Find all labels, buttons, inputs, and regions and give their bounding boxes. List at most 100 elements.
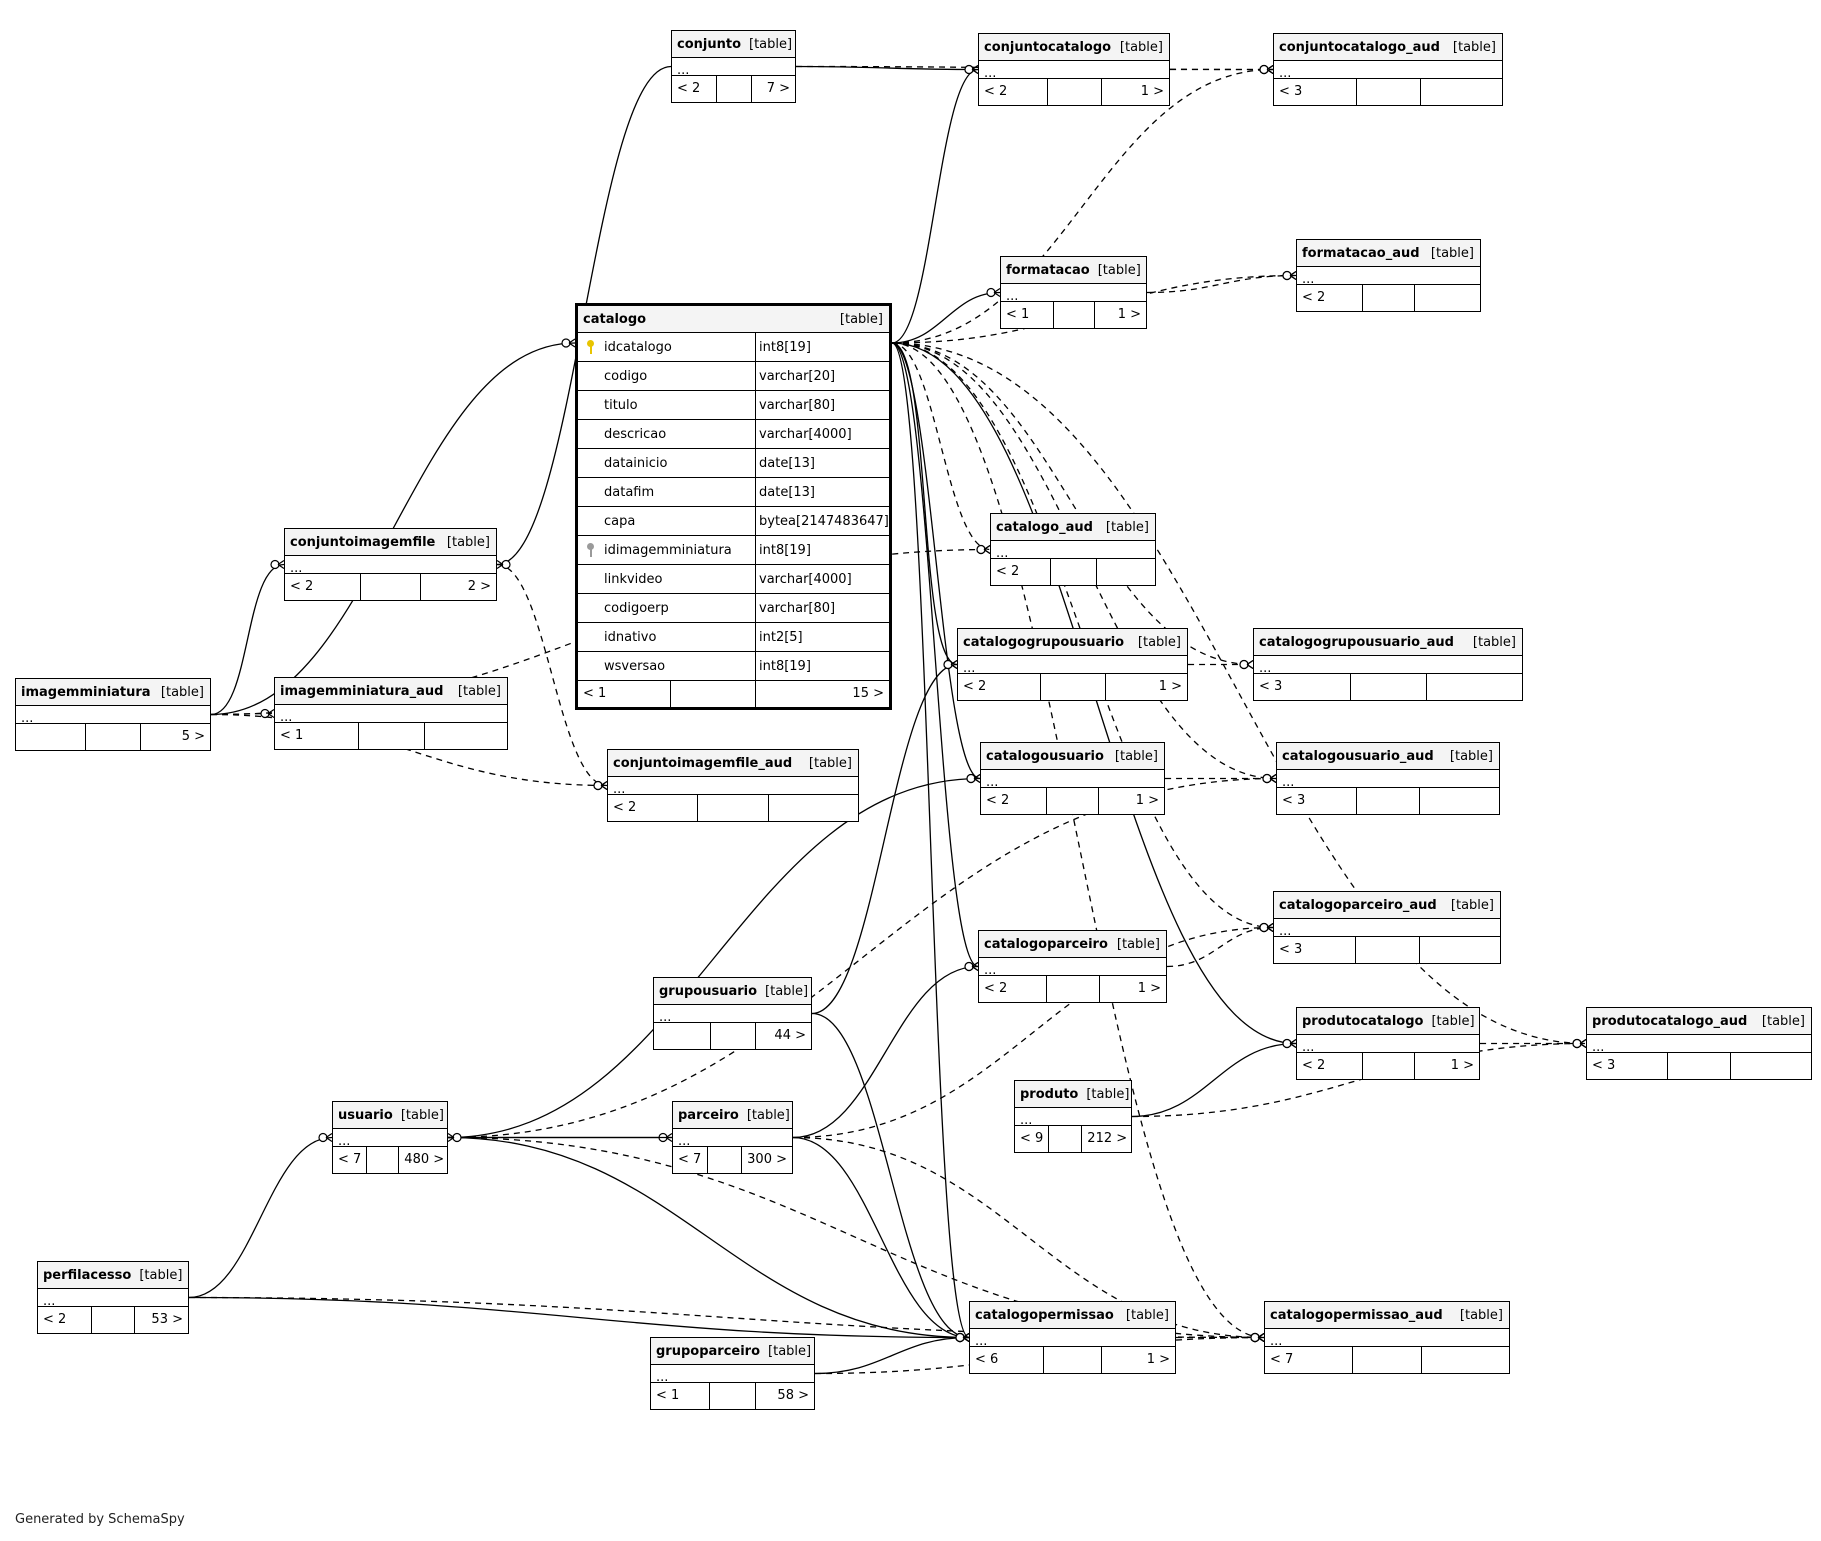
count-spacer — [1353, 1347, 1422, 1373]
table-conjuntoimagemfile_aud[interactable]: conjuntoimagemfile_aud[table]...< 2 — [607, 749, 859, 822]
relationship-edge — [891, 68, 979, 344]
many-end-marker — [600, 781, 608, 790]
relationship-counts: < 2 1 > — [958, 674, 1187, 700]
table-type-label: [table] — [446, 535, 490, 550]
many-end-marker — [325, 1133, 333, 1142]
parent-count: < 2 — [1297, 285, 1363, 311]
parent-count: < 3 — [1277, 788, 1357, 814]
relationship-edge — [891, 342, 979, 968]
table-catalogoparceiro_aud[interactable]: catalogoparceiro_aud[table]...< 3 — [1273, 891, 1501, 964]
column-type: int2[5] — [759, 630, 803, 645]
parent-count: < 2 — [981, 788, 1047, 814]
column-type: varchar[80] — [759, 398, 836, 413]
table-columns-collapsed: ... — [275, 705, 507, 725]
table-formatacao_aud[interactable]: formatacao_aud[table]...< 2 — [1296, 239, 1481, 312]
child-count: 5 > — [181, 729, 205, 744]
table-name: formatacao_aud — [1302, 246, 1420, 261]
many-end-marker — [950, 660, 958, 669]
relationship-edge — [811, 1012, 970, 1339]
column-type: bytea[2147483647] — [759, 514, 889, 529]
count-spacer — [710, 1383, 756, 1409]
count-spacer — [711, 1023, 756, 1049]
many-end-marker — [447, 1133, 455, 1142]
relationship-edge — [1131, 1042, 1587, 1118]
table-produtocatalogo_aud[interactable]: produtocatalogo_aud[table]...< 3 — [1586, 1007, 1812, 1080]
column-name: datainicio — [604, 456, 668, 471]
relationship-edge — [188, 1296, 970, 1339]
optional-end-marker — [955, 1332, 965, 1343]
count-spacer — [1357, 788, 1420, 814]
many-end-marker — [993, 288, 1001, 297]
child-count: 1 > — [1158, 679, 1182, 694]
table-conjuntocatalogo_aud[interactable]: conjuntocatalogo_aud[table]...< 3 — [1273, 33, 1503, 106]
child-count — [1097, 559, 1156, 585]
many-end-marker — [1257, 1333, 1265, 1342]
optional-end-marker — [1239, 659, 1249, 670]
table-imagemminiatura[interactable]: imagemminiatura[table]...5 > — [15, 678, 211, 751]
table-catalogo_aud[interactable]: catalogo_aud[table]...< 2 — [990, 513, 1156, 586]
column-name-cell: datainicio — [578, 449, 756, 477]
table-columns-collapsed: ... — [1274, 919, 1500, 939]
table-name: usuario — [338, 1108, 393, 1123]
relationship-edge — [1166, 926, 1274, 968]
table-type-label: [table] — [808, 756, 852, 771]
relationship-counts: < 2 — [608, 795, 858, 821]
table-imagemminiatura_aud[interactable]: imagemminiatura_aud[table]...< 1 — [274, 677, 508, 750]
column-name-cell: linkvideo — [578, 565, 756, 593]
table-header: produtocatalogo_aud[table] — [1587, 1008, 1811, 1035]
column-name-cell: idnativo — [578, 623, 756, 651]
relationship-edge — [1131, 1042, 1297, 1118]
table-catalogogrupousuario_aud[interactable]: catalogogrupousuario_aud[table]...< 3 — [1253, 628, 1523, 701]
table-name: produtocatalogo_aud — [1592, 1014, 1748, 1029]
table-header: catalogopermissao_aud[table] — [1265, 1302, 1509, 1329]
table-header: imagemminiatura[table] — [16, 679, 210, 706]
count-spacer — [1357, 79, 1421, 105]
many-end-marker — [277, 560, 285, 569]
child-count: 15 > — [852, 686, 884, 701]
table-type-label: [table] — [768, 1344, 812, 1359]
parent-count: < 2 — [991, 559, 1051, 585]
table-catalogopermissao_aud[interactable]: catalogopermissao_aud[table]...< 7 — [1264, 1301, 1510, 1374]
column-name: titulo — [604, 398, 638, 413]
column-type: int8[19] — [759, 340, 811, 355]
table-name: imagemminiatura — [21, 685, 151, 700]
table-header: grupousuario[table] — [654, 978, 811, 1005]
table-header: usuario[table] — [333, 1102, 447, 1129]
table-header: produtocatalogo[table] — [1297, 1008, 1479, 1035]
relationship-edge — [891, 274, 1297, 344]
relationship-edge — [210, 563, 285, 716]
table-grupousuario[interactable]: grupousuario[table]...44 > — [653, 977, 812, 1050]
parent-count: < 7 — [1265, 1347, 1353, 1373]
parent-count: < 2 — [958, 674, 1041, 700]
table-header: imagemminiatura_aud[table] — [275, 678, 507, 705]
table-columns-collapsed: ... — [333, 1129, 447, 1149]
table-type-label: [table] — [457, 684, 501, 699]
table-type-label: [table] — [1097, 263, 1141, 278]
many-end-marker — [983, 545, 991, 554]
table-name: conjuntocatalogo_aud — [1279, 40, 1440, 55]
column-name-cell: datafim — [578, 478, 756, 506]
table-catalogousuario_aud[interactable]: catalogousuario_aud[table]...< 3 — [1276, 742, 1500, 815]
table-name: grupousuario — [659, 984, 758, 999]
relationship-edge — [447, 1136, 970, 1339]
many-end-marker — [1289, 1039, 1297, 1048]
table-type-label: [table] — [1086, 1087, 1130, 1102]
